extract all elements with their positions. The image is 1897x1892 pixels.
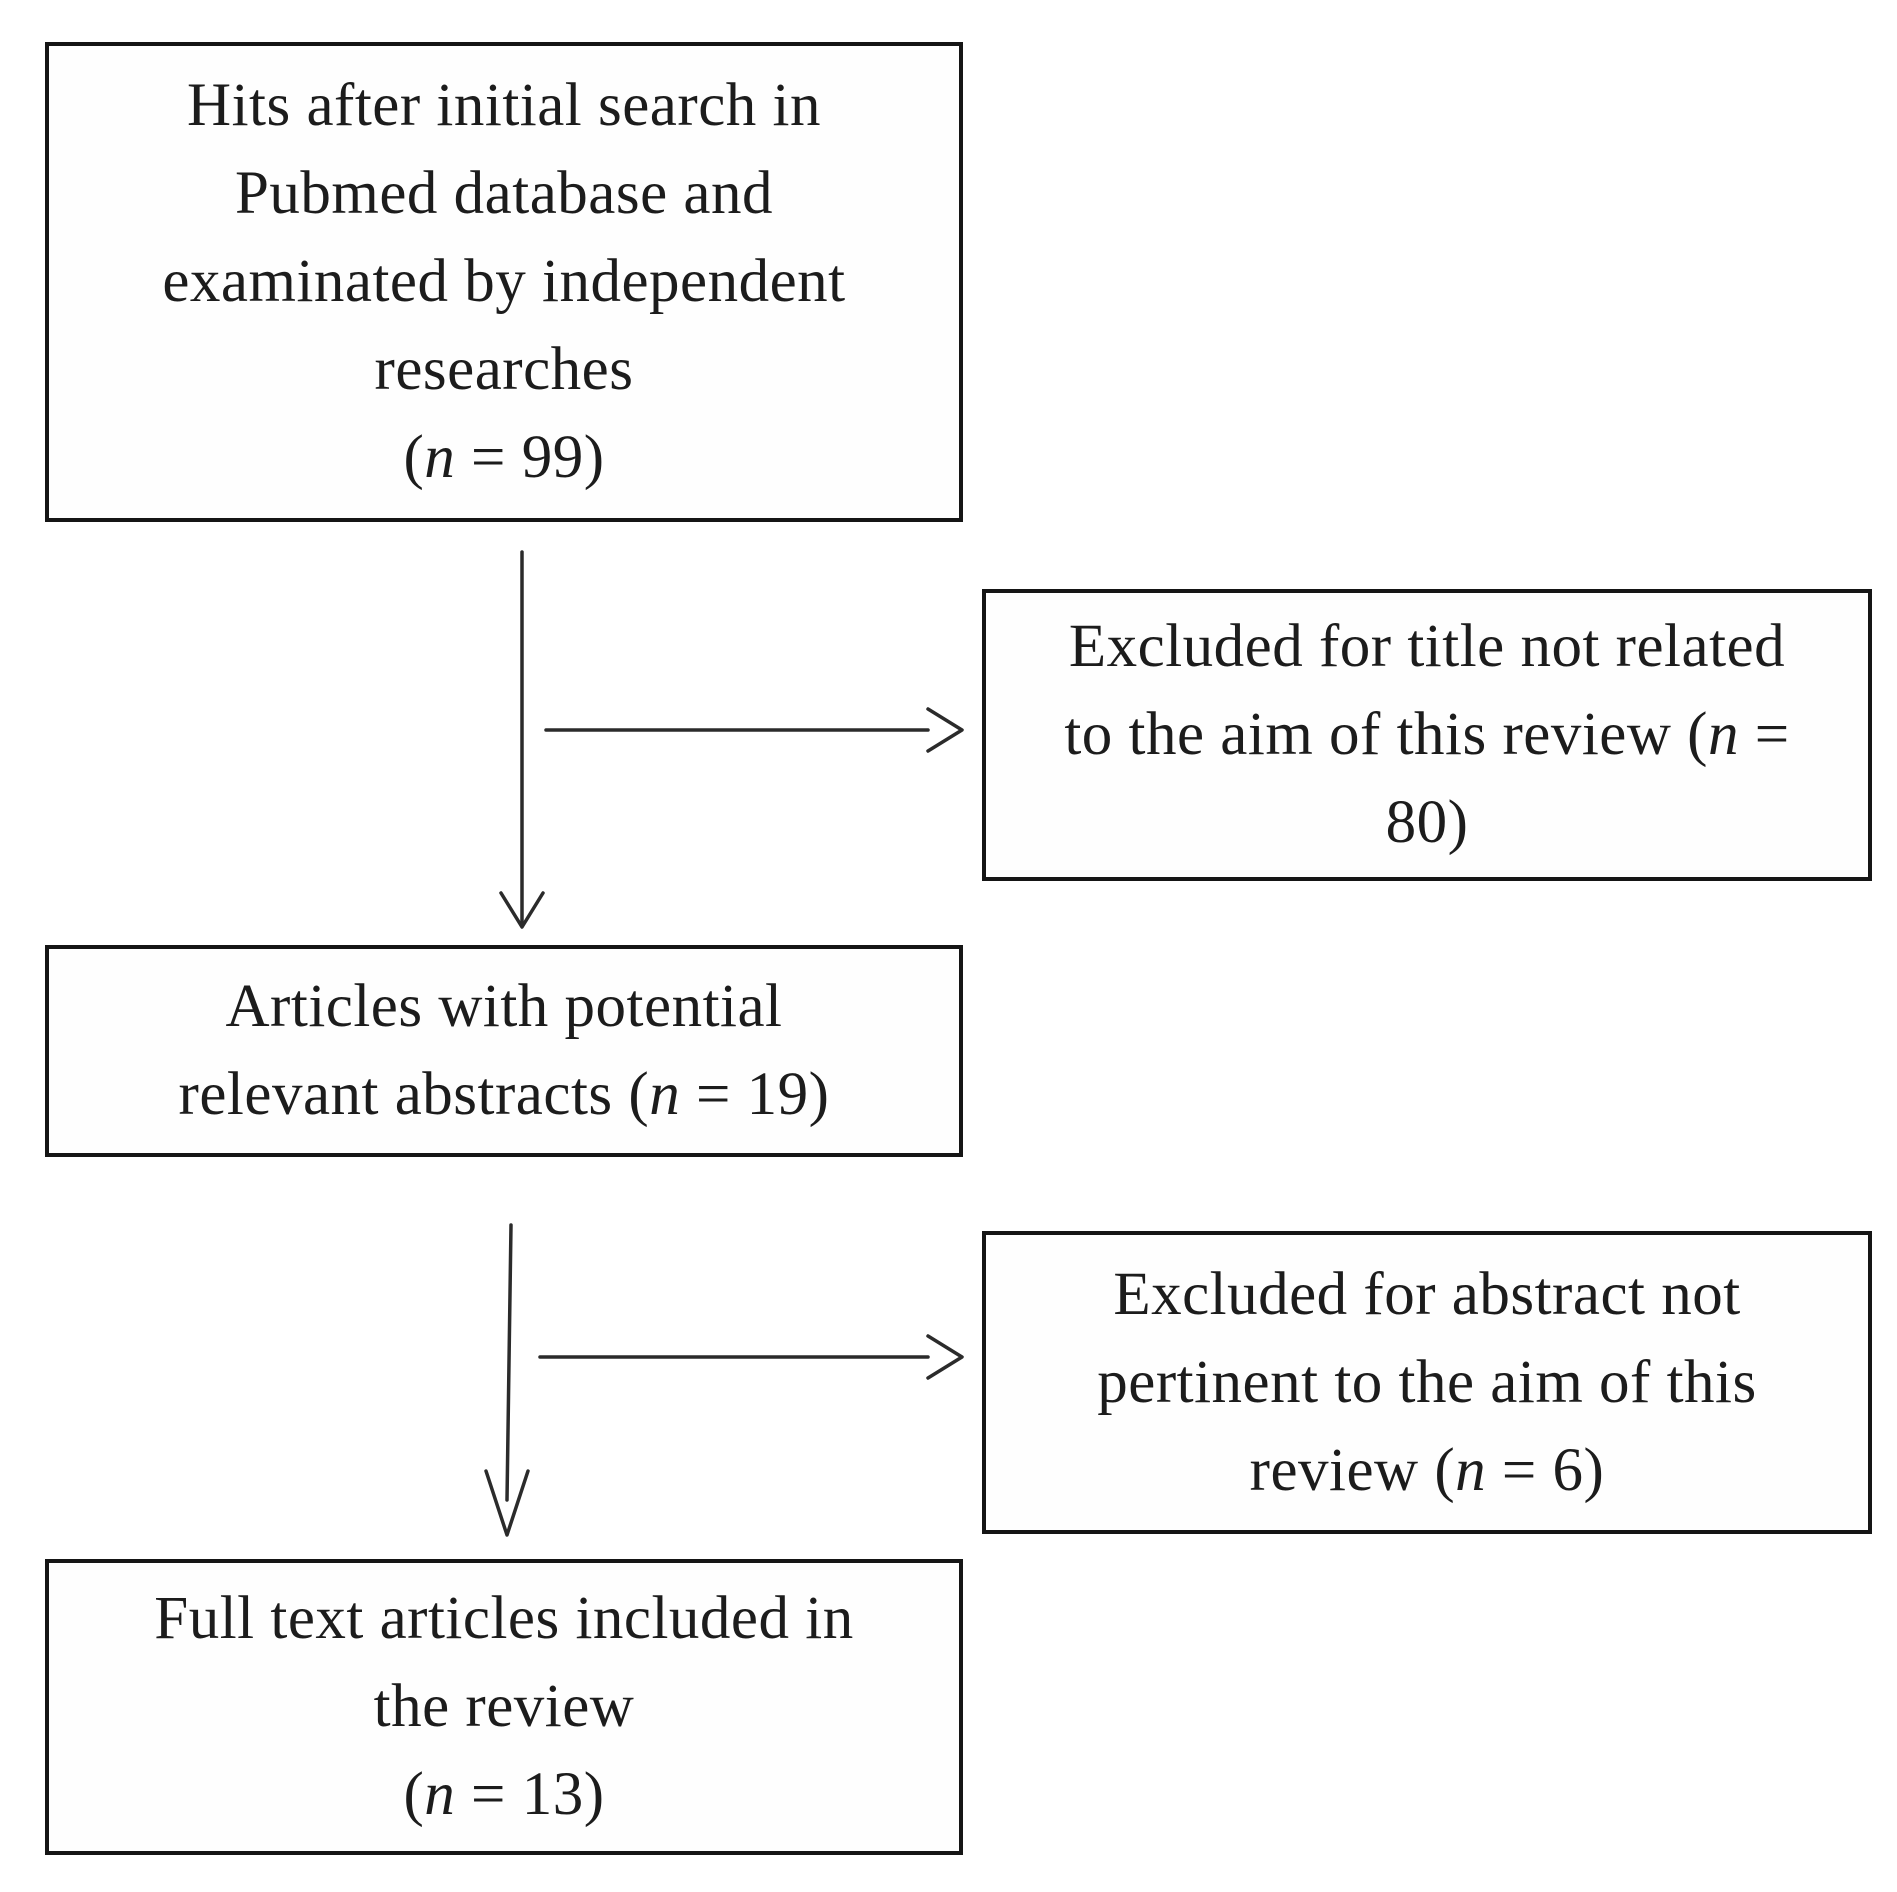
text-line: researches: [374, 336, 634, 403]
text-line: (n = 99): [403, 424, 605, 491]
text-line: Articles with potential: [225, 973, 783, 1040]
text-line: pertinent to the aim of this: [1097, 1348, 1757, 1416]
box-excluded-title: Excluded for title not related to the aim…: [982, 589, 1872, 881]
arrow-to-excluded-title: [544, 707, 964, 753]
text-line: review (n = 6): [1249, 1436, 1605, 1504]
text-line: 80): [1385, 789, 1469, 856]
text-line: Excluded for title not related: [1068, 613, 1786, 680]
text-line: relevant abstracts (n = 19): [178, 1061, 830, 1128]
text-line: Excluded for abstract not: [1113, 1260, 1741, 1328]
text-line: the review: [373, 1673, 635, 1740]
box-included-fulltext: Full text articles included in the review…: [45, 1559, 963, 1855]
text-line: Pubmed database and: [234, 160, 773, 227]
arrow-initial-to-abstracts: [499, 550, 545, 929]
text-line: to the aim of this review (n =: [1064, 701, 1790, 768]
box-excluded-abstract: Excluded for abstract not pertinent to th…: [982, 1231, 1872, 1534]
box-potential-abstracts: Articles with potential relevant abstract…: [45, 945, 963, 1157]
box-initial-search: Hits after initial search in Pubmed datab…: [45, 42, 963, 522]
text-line: Hits after initial search in: [187, 72, 821, 139]
text-line: Full text articles included in: [154, 1585, 854, 1652]
arrow-abstracts-to-fulltext: [484, 1223, 530, 1537]
arrow-to-excluded-abstract: [538, 1334, 964, 1380]
text-line: (n = 13): [403, 1761, 605, 1828]
text-line: examinated by independent: [162, 248, 846, 315]
